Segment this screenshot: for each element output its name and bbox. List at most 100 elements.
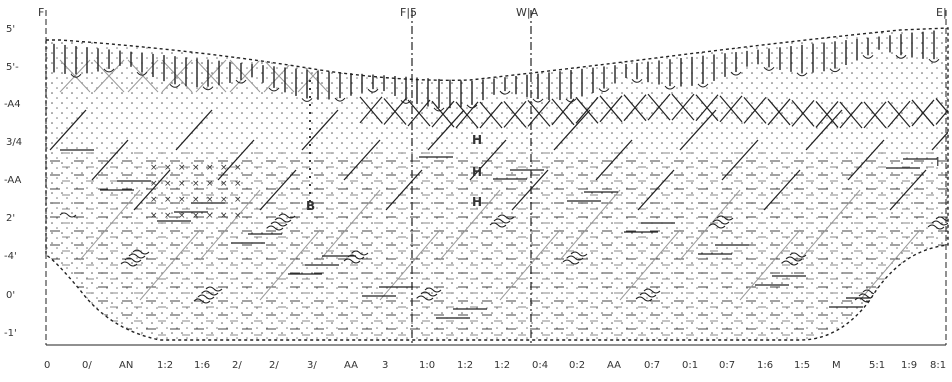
- clay-symbol: [708, 223, 726, 229]
- gravel-symbol: ×: [192, 179, 200, 189]
- left-axis-label: 2': [6, 213, 15, 224]
- clay-symbol: [931, 220, 948, 226]
- top-label-right: E|: [936, 6, 947, 19]
- soil-tick: [334, 97, 346, 102]
- cross-hatch-mark: [647, 93, 671, 121]
- gravel-symbol: ×: [234, 195, 242, 205]
- clay-symbol: [274, 217, 292, 223]
- bottom-axis-label: AA: [344, 360, 358, 371]
- bottom-axis-label: 1:2: [494, 360, 510, 371]
- cross-hatch-mark: [791, 99, 815, 127]
- gravel-symbol: ×: [192, 163, 200, 173]
- fracture-line: [847, 139, 885, 181]
- soil-tick: [367, 88, 379, 93]
- clay-symbol: [278, 213, 296, 219]
- clay-symbol: [497, 214, 515, 220]
- bottom-axis-label: 3: [382, 360, 388, 371]
- fracture-line: [559, 189, 621, 261]
- bottom-axis-label: 0: [44, 360, 50, 371]
- soil-tick: [202, 86, 214, 91]
- soil-tick: [400, 100, 412, 104]
- fracture-line: [385, 169, 423, 211]
- fracture-line: [805, 109, 843, 151]
- bottom-axis-label: AA: [607, 360, 621, 371]
- cross-hatch-mark: [599, 95, 623, 123]
- borehole-mark: H: [472, 195, 482, 209]
- bottom-axis-label: 3/: [307, 360, 317, 371]
- clay-symbol: [124, 257, 142, 263]
- clay-symbol: [120, 261, 138, 267]
- top-label-left: F: [38, 6, 44, 19]
- gravel-symbol: ×: [178, 179, 186, 189]
- clay-symbol: [781, 260, 799, 266]
- borehole-mark: H: [472, 165, 482, 179]
- cross-hatch-mark: [767, 98, 791, 126]
- clay-symbol: [424, 287, 442, 293]
- bottom-axis-label: 1:2: [457, 360, 473, 371]
- fracture-line: [427, 109, 465, 151]
- top-label-f5: F|5: [400, 6, 417, 19]
- clay-symbol: [639, 292, 657, 298]
- bottom-axis-label: 0:2: [569, 360, 585, 371]
- clay-symbol: [193, 298, 211, 304]
- fracture-line: [139, 229, 201, 301]
- gravel-symbol: ×: [178, 195, 186, 205]
- fracture-line: [439, 189, 501, 261]
- clay-symbol: [493, 218, 511, 224]
- bottom-axis-label: 1:9: [901, 360, 917, 371]
- clay-symbol: [635, 296, 653, 302]
- soil-tick: [70, 73, 82, 78]
- clay-symbol: [643, 288, 661, 294]
- gravel-symbol: ×: [220, 163, 228, 173]
- fracture-line: [679, 109, 717, 151]
- soil-tick: [301, 98, 313, 102]
- bottom-axis-label: 0:1: [682, 360, 698, 371]
- fracture-line: [379, 229, 441, 301]
- clay-symbol: [266, 225, 284, 231]
- fracture-line: [469, 139, 507, 181]
- left-axis-label: 5'-: [6, 62, 19, 73]
- soil-tick: [235, 79, 247, 84]
- soil-tick: [169, 83, 181, 88]
- borehole-mark: B: [306, 199, 315, 213]
- gravel-symbol: ×: [178, 211, 186, 221]
- bottom-axis-label: M: [832, 360, 841, 371]
- fracture-line: [739, 229, 801, 301]
- soil-tick: [565, 98, 577, 103]
- bottom-axis-label: 1:2: [157, 360, 173, 371]
- cross-hatch-mark: [695, 94, 719, 122]
- cross-hatch-mark: [479, 101, 503, 129]
- gravel-symbol: ×: [192, 195, 200, 205]
- fracture-line: [619, 229, 681, 301]
- right-mark: I: [936, 155, 940, 169]
- bottom-axis-label: 0:7: [719, 360, 735, 371]
- gravel-symbol: ×: [206, 211, 214, 221]
- cross-hatch-mark: [93, 59, 125, 93]
- cross-hatch-mark: [575, 96, 599, 124]
- clay-symbol: [197, 294, 215, 300]
- fracture-line: [175, 109, 213, 151]
- soil-tick: [664, 85, 676, 90]
- lithology-patterns: ××××××××××××××××××××××××××××: [49, 59, 948, 319]
- bottom-axis-label: 0:4: [532, 360, 548, 371]
- bottom-axis-label: 1:6: [194, 360, 210, 371]
- clay-symbol: [201, 290, 219, 296]
- left-axis-label: -AA: [4, 175, 22, 186]
- gravel-symbol: ×: [220, 179, 228, 189]
- left-axis: 5' 5'- -A4 3/4 -AA 2' -4' 0' -1': [4, 24, 22, 339]
- cross-hatch-mark: [383, 98, 407, 125]
- soil-tick: [433, 107, 445, 112]
- clay-symbol: [205, 286, 223, 292]
- clay-symbol: [716, 215, 734, 221]
- clay-symbol: [927, 224, 945, 230]
- gravel-symbol: ×: [220, 195, 228, 205]
- cross-hatch-mark: [815, 101, 839, 128]
- clay-symbol: [712, 219, 730, 225]
- gravel-symbol: ×: [164, 195, 172, 205]
- gravel-symbol: ×: [206, 195, 214, 205]
- cross-hatch-mark: [887, 100, 911, 128]
- bottom-axis-label: 1:6: [757, 360, 773, 371]
- gravel-symbol: ×: [234, 179, 242, 189]
- fracture-line: [259, 169, 297, 211]
- gravel-symbol: ×: [234, 163, 242, 173]
